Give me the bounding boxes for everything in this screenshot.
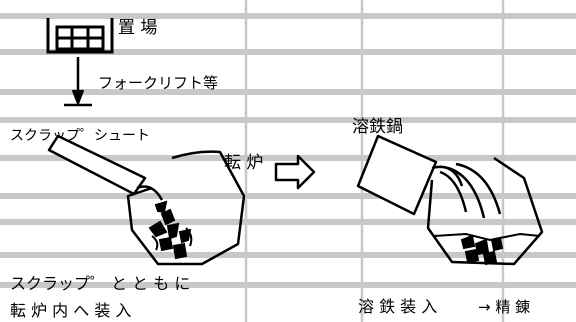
ladle-label: 溶鉄鍋 xyxy=(352,117,403,137)
scrap-chute xyxy=(47,134,147,196)
refining-label: → 精 錬 xyxy=(478,298,530,316)
transition-arrow-icon xyxy=(274,154,316,190)
converter-vessel-right xyxy=(426,156,544,266)
scrap-chute-label: スクラップ゜シュート xyxy=(10,128,150,144)
molten-iron-stream xyxy=(431,162,502,219)
scrap-pile-right xyxy=(460,234,504,266)
converter-vessel xyxy=(126,150,246,266)
forklift-arrow xyxy=(64,57,92,107)
charging-label: 溶 鉄 装 入 xyxy=(358,297,437,316)
converter-label: 転 炉 xyxy=(224,153,263,173)
yard-label: 置 場 xyxy=(118,18,157,38)
caption-line-1: スクラップ゜ と と も に xyxy=(10,274,190,293)
yard-rack-icon xyxy=(46,18,114,54)
molten-iron-surface xyxy=(433,232,541,242)
background-grid-vertical xyxy=(244,0,505,322)
caption-line-2: 転 炉 内 へ 装 入 xyxy=(10,301,131,320)
scrap-pile-converter xyxy=(148,200,193,260)
molten-iron-ladle xyxy=(356,134,438,216)
forklift-label: フォークリフト等 xyxy=(98,74,218,92)
